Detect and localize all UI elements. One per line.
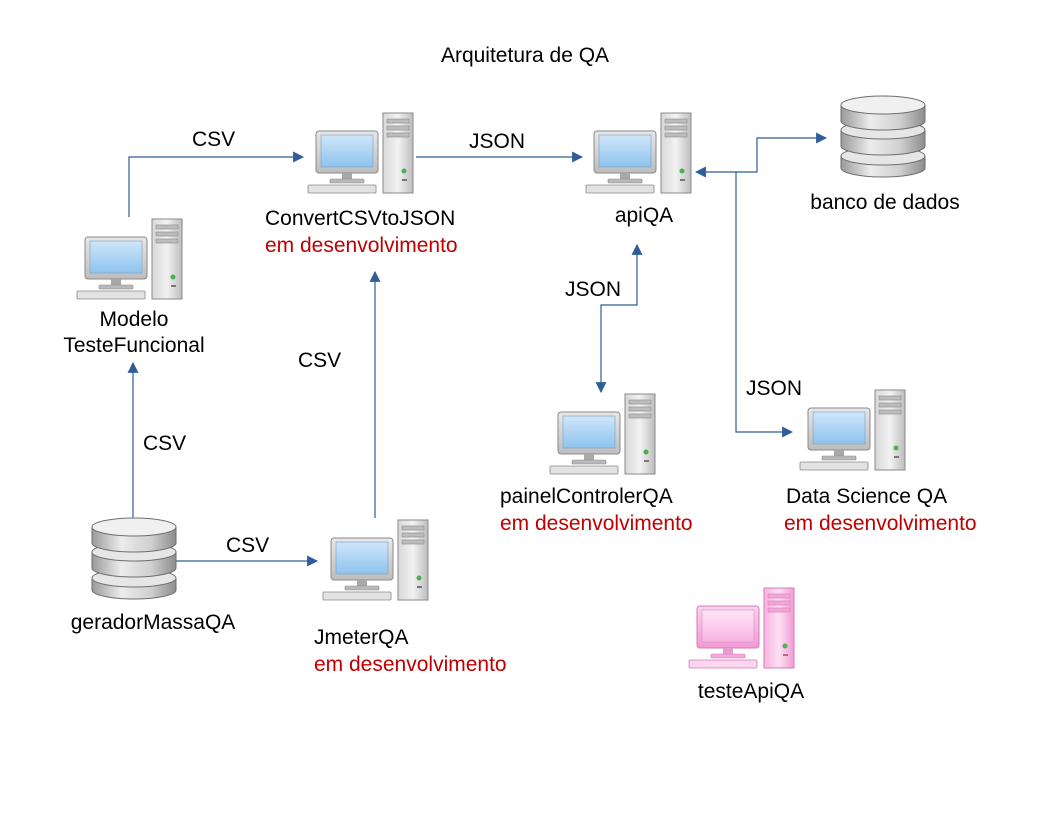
jmeter-computer-icon [322,519,429,601]
apiqa-computer-icon [585,112,692,194]
edge-api-banco [694,132,828,178]
edge-label-api-painel: JSON [565,278,622,301]
node-label-painel: painelControlerQA [500,485,673,508]
gerador-database-icon [91,517,177,600]
status-label-convert: em desenvolvimento [265,234,458,257]
edge-api-datascience [735,172,794,438]
page-title: Arquitetura de QA [440,44,610,67]
node-label-modelo-line1: Modelo [99,308,169,331]
convert-computer-icon [307,112,414,194]
node-label-jmeter: JmeterQA [314,626,409,649]
edge-label-gerador-modelo: CSV [143,432,187,455]
status-label-painel: em desenvolvimento [500,512,693,535]
node-label-banco: banco de dados [810,191,960,214]
edge-label-convert-api: JSON [469,130,526,153]
edge-modelo-to-convert [128,151,305,217]
node-label-testeapi: testeApiQA [697,680,805,703]
datascience-computer-icon [799,389,906,471]
node-label-apiqa: apiQA [614,204,674,227]
testeapi-computer-icon [688,587,795,669]
edge-label-gerador-jmeter: CSV [226,534,270,557]
edge-label-modelo-convert: CSV [192,128,236,151]
edge-api-painel [595,243,643,394]
edge-label-jmeter-convert: CSV [298,349,342,372]
node-label-gerador: geradorMassaQA [70,611,236,634]
node-label-datascience: Data Science QA [786,485,948,508]
status-label-datascience: em desenvolvimento [784,512,977,535]
edge-label-api-datascience: JSON [746,377,803,400]
status-label-jmeter: em desenvolvimento [314,653,507,676]
banco-database-icon [840,95,926,178]
node-label-convert: ConvertCSVtoJSON [265,207,456,230]
modelo-computer-icon [76,218,183,300]
node-label-modelo-line2: TesteFuncional [63,334,205,357]
painel-computer-icon [549,393,656,475]
